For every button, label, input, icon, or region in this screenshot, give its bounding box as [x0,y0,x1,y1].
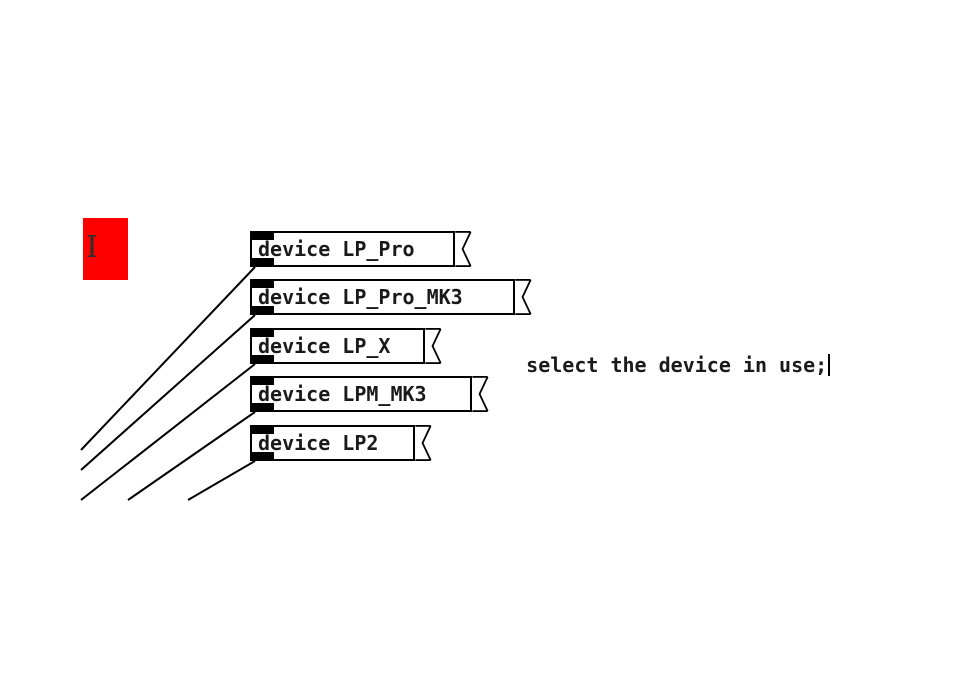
outlet-device-lp-x[interactable] [252,355,274,362]
object-text-device-lp2: device LP2 [258,431,379,455]
object-box-device-lp2[interactable]: device LP2 [250,425,432,461]
object-notch-device-lp-pro [455,231,472,267]
patch-cord-device-lp-x[interactable] [80,363,256,501]
inlet-device-lp-pro-mk3[interactable] [252,281,274,288]
comment-label: select the device in use; [526,353,828,377]
object-box-device-lp-pro[interactable]: device LP_Pro [250,231,472,267]
object-text-device-lp-pro-mk3: device LP_Pro_MK3 [258,285,463,309]
object-text-device-lp-x: device LP_X [258,334,391,358]
selection-rectangle[interactable] [83,218,128,280]
outlet-device-lp-pro-mk3[interactable] [252,306,274,313]
object-notch-device-lp-pro-mk3 [515,279,532,315]
object-box-device-lpm-mk3[interactable]: device LPM_MK3 [250,376,489,412]
object-text-device-lp-pro: device LP_Pro [258,237,415,261]
outlet-device-lpm-mk3[interactable] [252,403,274,410]
object-notch-device-lpm-mk3 [472,376,489,412]
outlet-device-lp2[interactable] [252,452,274,459]
object-box-device-lp-x[interactable]: device LP_X [250,328,442,364]
text-cursor-icon: I [86,230,98,265]
object-text-device-lpm-mk3: device LPM_MK3 [258,382,427,406]
inlet-device-lpm-mk3[interactable] [252,378,274,385]
text-caret [828,354,831,376]
outlet-device-lp-pro[interactable] [252,258,274,265]
inlet-device-lp2[interactable] [252,427,274,434]
patch-cord-device-lp2[interactable] [187,460,256,501]
patch-cord-device-lp-pro-mk3[interactable] [80,314,256,471]
object-notch-device-lp-x [425,328,442,364]
object-box-device-lp-pro-mk3[interactable]: device LP_Pro_MK3 [250,279,532,315]
inlet-device-lp-pro[interactable] [252,233,274,240]
inlet-device-lp-x[interactable] [252,330,274,337]
patch-cord-device-lpm-mk3[interactable] [127,411,256,501]
object-notch-device-lp2 [415,425,432,461]
patch-cord-device-lp-pro[interactable] [80,266,256,451]
comment-text[interactable]: select the device in use; [478,334,831,396]
